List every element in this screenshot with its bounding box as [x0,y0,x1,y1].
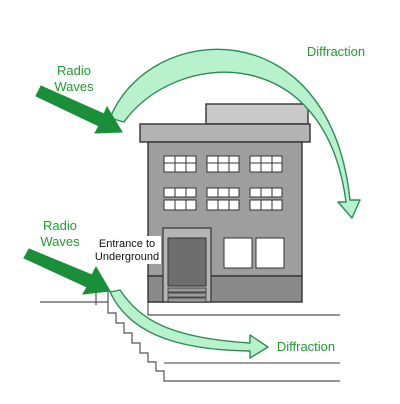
underground-stairs [95,290,340,382]
label-radio-waves-top-line2: Waves [54,79,94,94]
label-radio-waves-bottom-line2: Waves [40,234,80,249]
window-large-right [255,237,285,269]
window-row-3 [163,187,283,198]
window-large-left [223,237,253,269]
label-entrance-line1: Entrance to [99,238,155,250]
roof [139,123,311,143]
building [139,103,311,303]
ground [40,301,340,316]
entrance-label-bg [93,236,161,264]
label-diffraction-bottom: Diffraction [277,339,335,354]
label-diffraction-top: Diffraction [307,44,365,59]
window-row-4 [163,199,283,211]
diffraction-arrow-bottom [109,289,269,359]
label-radio-waves-bottom-line1: Radio [43,218,77,233]
ground-line-right [147,301,340,316]
radio-wave-arrow-top [35,85,123,134]
roof-box [205,103,309,125]
windows [163,155,285,269]
building-door [162,227,212,303]
radio-wave-arrow-bottom [23,248,111,295]
label-entrance-line2: Underground [95,251,159,263]
diffraction-arc-top [109,48,361,219]
label-radio-waves-top-line1: Radio [57,63,91,78]
labels: Radio Waves Diffraction Radio Waves Entr… [40,44,365,354]
window-row-2 [163,162,283,173]
